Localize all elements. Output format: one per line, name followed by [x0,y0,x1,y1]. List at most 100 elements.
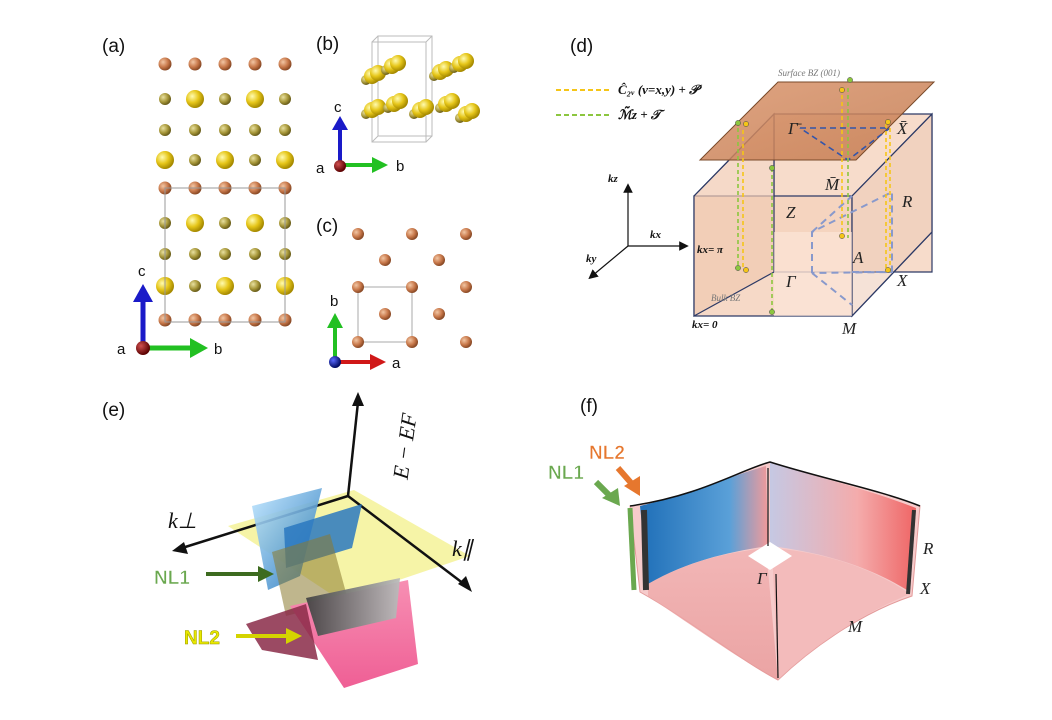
panel-c-a-arrowhead [370,354,386,370]
surface-bz-plane [698,81,936,161]
cu-atom [460,228,472,240]
panel-f-label: (f) [580,396,598,417]
nl-ribbon-left [641,509,649,591]
s-atom [156,151,174,169]
panel-b-a-axis-dot [334,160,346,172]
panel-b-b-arrowhead [372,157,388,173]
panel-c-c-axis-dot [329,356,341,368]
panel-d: (d) Ĉ₂ᵥ (v=x,y) + 𝒫 ℳ̃z + 𝒯 Surface BZ [556,36,936,338]
panel-b: (b) c b a [316,34,480,177]
olive-atom [159,93,171,105]
panel-a-c-arrowhead [133,284,153,302]
point-x: X [896,271,908,290]
cu-atom [406,336,418,348]
cu-atom [352,281,364,293]
k-perp-label: k⊥ [168,508,197,533]
nl2-sheet-dark [246,604,318,660]
panel-d-label: (d) [570,36,593,57]
cu-atom [278,57,292,71]
s-atom [246,214,264,232]
kx-pi-label: kx= π [697,244,724,256]
olive-atom [249,248,261,260]
cu-atom [158,57,172,71]
panel-c-label: (c) [316,216,338,237]
surface-band-bottom-right [772,548,910,680]
panel-c-b-label: b [330,293,338,310]
energy-axis-arrowhead [352,392,364,406]
olive-atom [189,248,201,260]
olive-atom [249,154,261,166]
nl2-arrowhead-f [624,476,640,496]
panel-a-c-label: c [138,263,146,280]
kx-label: kx [650,229,662,241]
cu-atom [352,228,364,240]
s-atom [276,151,294,169]
nl2-arrowhead-e [286,628,302,644]
point-x-bar: X̄ [896,119,908,138]
s-atom [186,90,204,108]
bulk-bz-label: Bulk BZ [711,293,741,303]
panel-e: (e) E − EF k⊥ k∥ NL1 NL2 [102,392,475,688]
panel-a-b-label: b [214,341,222,358]
surface-band-left-sheet [640,466,768,584]
panel-a-unit-cell [164,187,286,323]
nl1-arrowhead-e [258,566,274,582]
panel-c: (c) b a [316,216,472,372]
s-atom [246,90,264,108]
panel-c-axes: b a [327,293,401,372]
olive-atom [249,280,261,292]
panel-a-b-arrowhead [190,338,208,358]
s-atom [216,277,234,295]
kz-label: kz [608,173,619,185]
surface-bz-label: Surface BZ (001) [778,68,840,78]
cu-atom [406,228,418,240]
point-m-bar: M̄ [824,175,840,194]
energy-axis-label: E − EF [388,411,422,482]
s-atom [458,53,474,69]
kx-0-label: kx= 0 [692,319,718,331]
nl2-sheet-grey [306,578,400,636]
panel-c-crystal [352,228,472,348]
surface-bz-path [799,127,893,161]
olive-atom [219,93,231,105]
bulk-bz-path [811,190,893,306]
band-edge-top [629,461,921,507]
point-m: M [841,319,857,338]
point-z: Z [786,203,796,222]
panel-b-label: (b) [316,34,339,55]
nl2-arrow-f [615,466,635,486]
olive-atom [189,124,201,136]
k-par-label: k∥ [452,536,475,561]
f-point-x: X [919,579,931,598]
panel-a-crystal [156,57,294,327]
olive-atom [159,124,171,136]
s-atom [216,151,234,169]
s-atom [390,55,406,71]
panel-c-b-arrowhead [327,313,343,328]
nl1-ribbon [627,507,637,591]
point-a: A [852,248,864,267]
nl1-label-e: NL1 [154,568,190,589]
band-crease-bottom [775,573,779,679]
olive-atom [189,280,201,292]
nl-ribbon-right [906,509,916,595]
f-point-r: R [922,539,934,558]
energy-axis [346,401,360,497]
f-point-gamma: Γ [756,569,768,588]
olive-atom [249,124,261,136]
panel-a-axes: c b a [117,263,222,358]
nl2-label-e: NL2 [184,628,220,649]
panel-b-crystal [361,53,480,123]
legend-mz-label: ℳ̃z + 𝒯 [618,106,666,122]
panel-c-unit-cell [357,286,413,343]
nl1-label-f: NL1 [548,463,584,484]
cu-atom [352,336,364,348]
cu-atom [188,57,202,71]
olive-atom [219,124,231,136]
panel-a: (a) c b a [102,36,294,358]
panel-a-label: (a) [102,36,125,57]
olive-atom [219,248,231,260]
k-par-arrowhead [458,576,472,592]
panel-b-a-label: a [316,160,325,177]
cu-atom [460,281,472,293]
